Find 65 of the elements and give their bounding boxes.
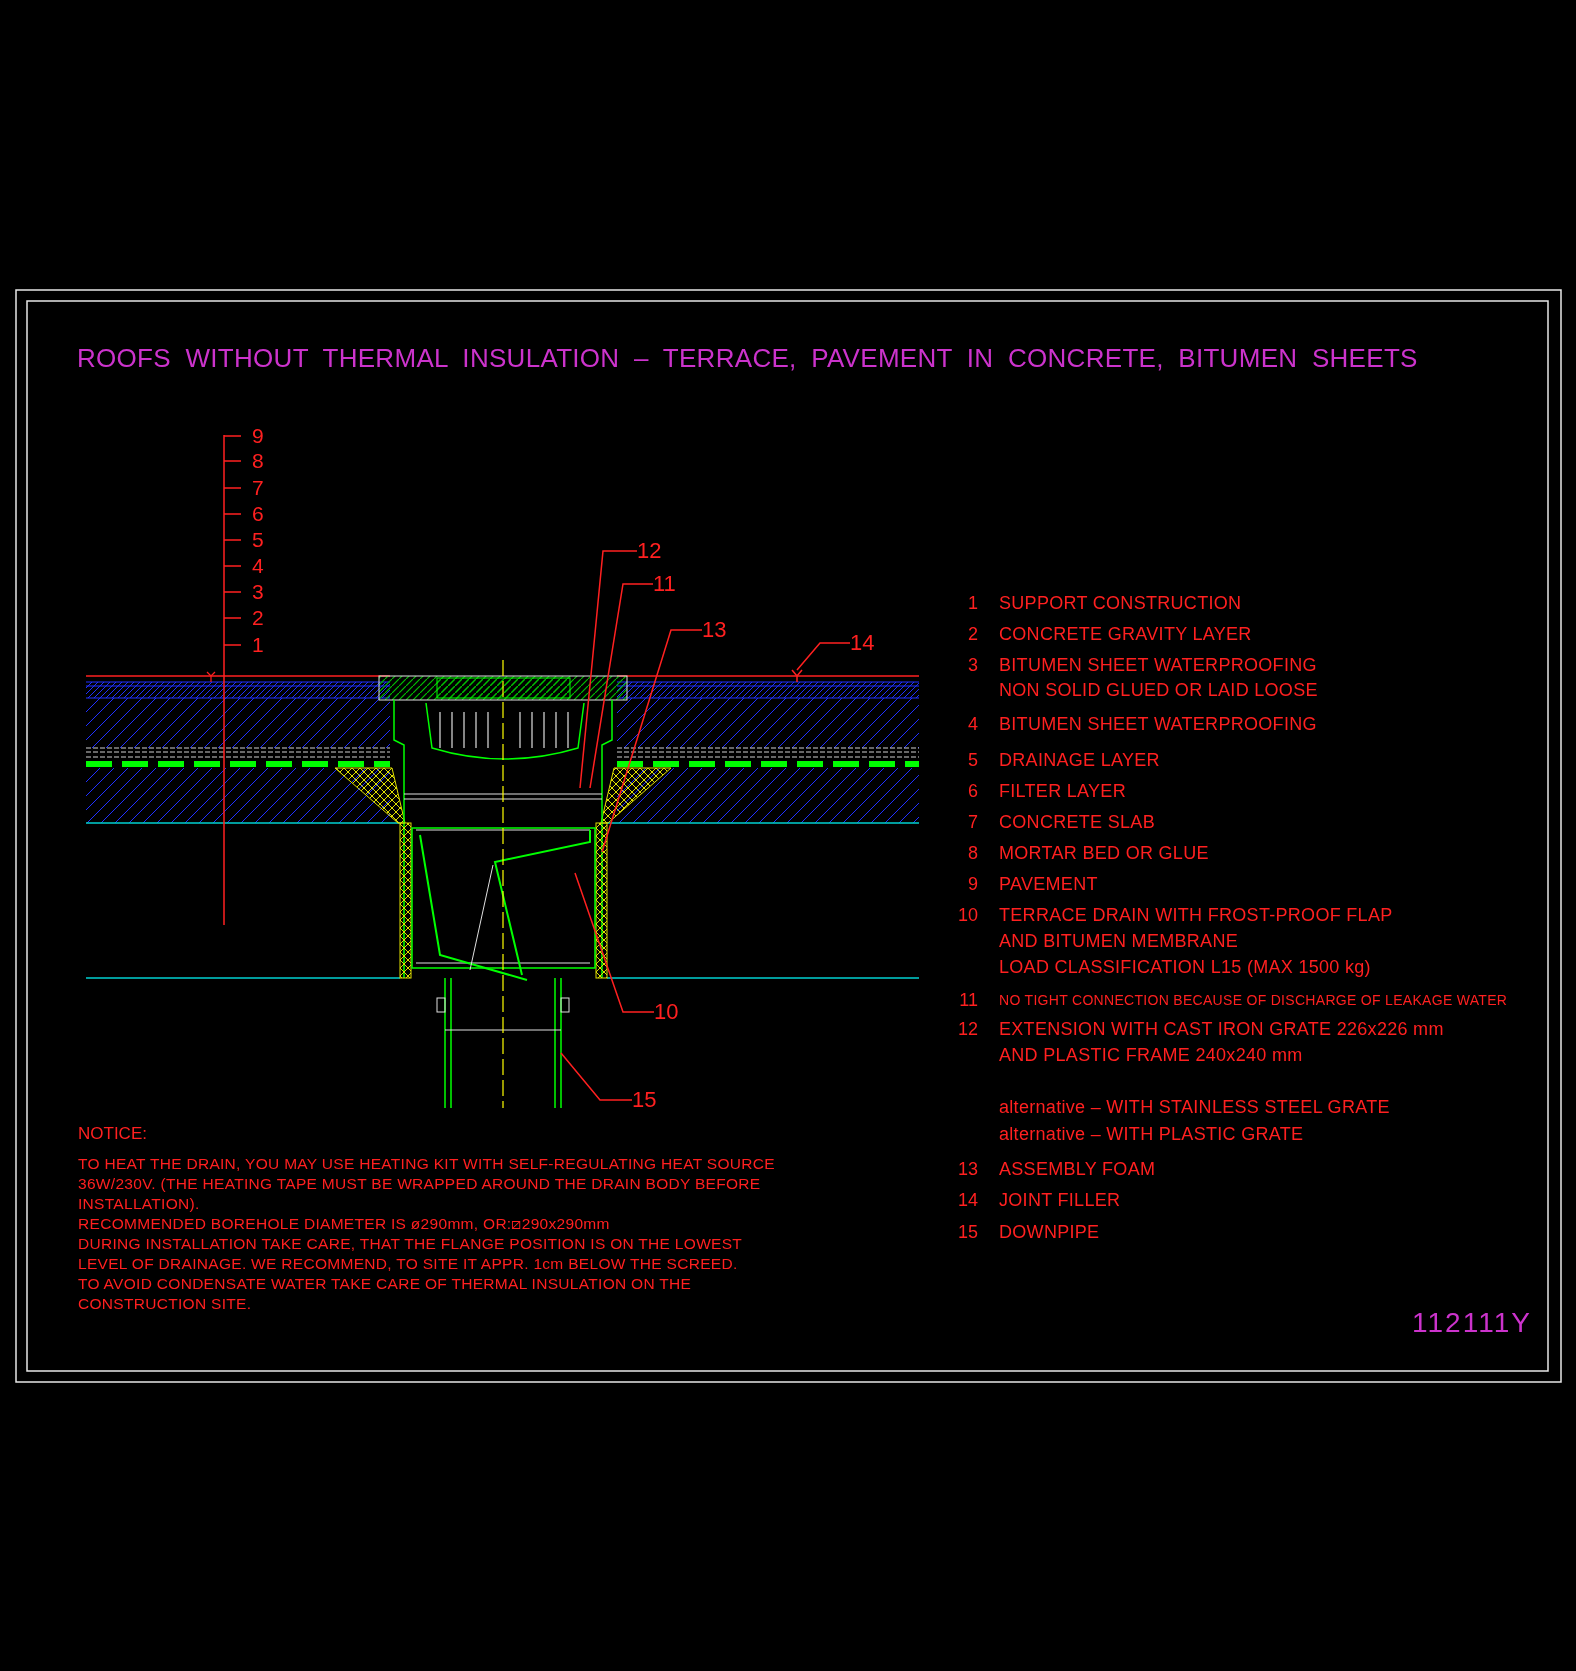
callout-number: 5: [252, 528, 264, 552]
notice-heading: NOTICE:: [78, 1124, 147, 1144]
item-description: alternative – WITH PLASTIC GRATE: [999, 1125, 1304, 1145]
callout-number: 7: [252, 476, 264, 500]
notice-paragraph: TO HEAT THE DRAIN, YOU MAY USE HEATING KIT WITH SELF-REGULATING HEAT SOURCE 36W/230V. (THE HEATING TAPE MUST BE WRAPPED AROUND THE DRAIN BODY BEFORE INSTALLATION).: [78, 1154, 776, 1214]
callout-number: 9: [252, 424, 264, 448]
item-description: BITUMEN SHEET WATERPROOFING: [999, 715, 1317, 735]
leader-line: [589, 583, 654, 789]
item-description: FILTER LAYER: [999, 782, 1126, 802]
item-description: alternative – WITH STAINLESS STEEL GRATE: [999, 1098, 1390, 1118]
item-description: EXTENSION WITH CAST IRON GRATE 226x226 mm: [999, 1020, 1444, 1040]
notice-paragraph: RECOMMENDED BOREHOLE DIAMETER IS ø290mm, OR:⧄290x290mm: [78, 1214, 611, 1234]
item-number: 9: [967, 875, 978, 895]
callout-number: 3: [252, 580, 264, 604]
item-description: CONCRETE GRAVITY LAYER: [999, 625, 1252, 645]
notice-paragraph: DURING INSTALLATION TAKE CARE, THAT THE FLANGE POSITION IS ON THE LOWEST LEVEL OF DRAINAGE. WE RECOMMEND, TO SITE IT APPR. 1cm BELOW THE SCREED.: [78, 1234, 743, 1274]
item-number: 15: [956, 1223, 978, 1243]
item-description: BITUMEN SHEET WATERPROOFING: [999, 656, 1317, 676]
callout-number: 1: [252, 633, 264, 657]
item-description: PAVEMENT: [999, 875, 1098, 895]
callout-number: 13: [702, 619, 727, 641]
notice-paragraph: TO AVOID CONDENSATE WATER TAKE CARE OF THERMAL INSULATION ON THE CONSTRUCTION SITE.: [78, 1274, 693, 1314]
item-number: 14: [956, 1191, 978, 1211]
item-description: DRAINAGE LAYER: [999, 751, 1160, 771]
item-description: LOAD CLASSIFICATION L15 (MAX 1500 kg): [999, 958, 1371, 978]
item-number: 10: [956, 906, 978, 926]
item-number: 4: [967, 715, 978, 735]
item-number: 8: [967, 844, 978, 864]
item-number: 12: [956, 1020, 978, 1040]
leader-line: [601, 629, 703, 853]
item-description: DOWNPIPE: [999, 1223, 1100, 1243]
callout-number: 4: [252, 554, 264, 578]
leader-line: [796, 642, 851, 671]
callout-number: 12: [637, 540, 662, 562]
item-number: 11: [958, 991, 978, 1011]
drawing-number: 112111Y: [1412, 1307, 1532, 1339]
leader-line: [574, 872, 655, 1013]
callout-number: 10: [654, 1001, 679, 1023]
callout-number: 14: [850, 632, 875, 654]
item-number: 1: [967, 594, 978, 614]
item-description: CONCRETE SLAB: [999, 813, 1155, 833]
item-number: 7: [967, 813, 978, 833]
item-number: 6: [967, 782, 978, 802]
item-description: AND PLASTIC FRAME 240x240 mm: [999, 1046, 1303, 1066]
item-description: AND BITUMEN MEMBRANE: [999, 932, 1238, 952]
item-description: JOINT FILLER: [999, 1191, 1121, 1211]
item-number: 13: [956, 1160, 978, 1180]
callout-number: 8: [252, 449, 264, 473]
item-description: TERRACE DRAIN WITH FROST-PROOF FLAP: [999, 906, 1393, 926]
callout-number: 6: [252, 502, 264, 526]
item-description: SUPPORT CONSTRUCTION: [999, 594, 1242, 614]
item-description: NON SOLID GLUED OR LAID LOOSE: [999, 681, 1318, 701]
callout-number: 11: [653, 573, 676, 595]
leader-line: [579, 550, 638, 789]
item-description: MORTAR BED OR GLUE: [999, 844, 1209, 864]
item-number: 2: [967, 625, 978, 645]
callout-number: 2: [252, 606, 264, 630]
drawing-title: ROOFS WITHOUT THERMAL INSULATION – TERRACE, PAVEMENT IN CONCRETE, BITUMEN SHEETS: [77, 343, 1418, 375]
item-description: NO TIGHT CONNECTION BECAUSE OF DISCHARGE OF LEAKAGE WATER: [999, 993, 1508, 1009]
callout-number: 15: [632, 1089, 657, 1111]
item-description: ASSEMBLY FOAM: [999, 1160, 1156, 1180]
joint-filler-drawing: [791, 669, 803, 683]
item-number: 3: [967, 656, 978, 676]
leader-line: [560, 1052, 633, 1101]
item-number: 5: [967, 751, 978, 771]
